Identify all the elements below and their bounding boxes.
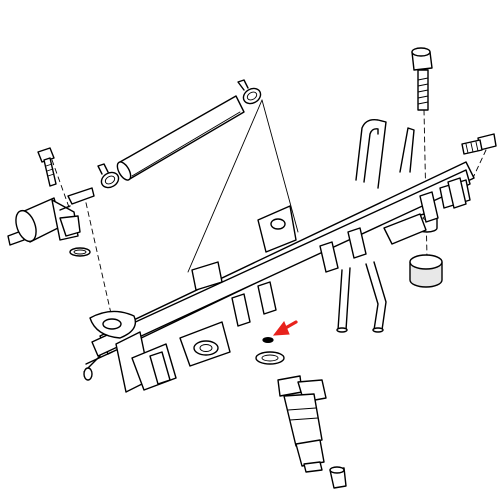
fuel-hose — [116, 95, 245, 181]
injector-seal-ring — [255, 351, 285, 365]
injector-o-ring-upper — [262, 337, 274, 344]
hose-clamp-lower — [97, 163, 120, 189]
regulator-o-ring — [69, 247, 91, 257]
mounting-bolt — [411, 47, 433, 111]
rail-tube-loop — [355, 118, 415, 189]
rubber-insulator — [409, 254, 443, 288]
rail-bracket-center — [191, 205, 297, 291]
hose-clamp-upper — [237, 79, 262, 105]
rail-bracket-lower — [179, 321, 231, 367]
fuel-return-lines — [336, 261, 387, 333]
injector-ports — [149, 177, 467, 385]
fuel-pressure-regulator — [7, 187, 95, 246]
fuel-injector — [277, 375, 327, 473]
fuel-rail — [83, 161, 475, 393]
hose-leader-lines — [187, 99, 299, 273]
injector-tip-cap — [329, 466, 347, 489]
highlight-arrow — [272, 320, 298, 336]
rail-end-bolt — [461, 133, 497, 155]
regulator-bolt — [37, 147, 57, 187]
